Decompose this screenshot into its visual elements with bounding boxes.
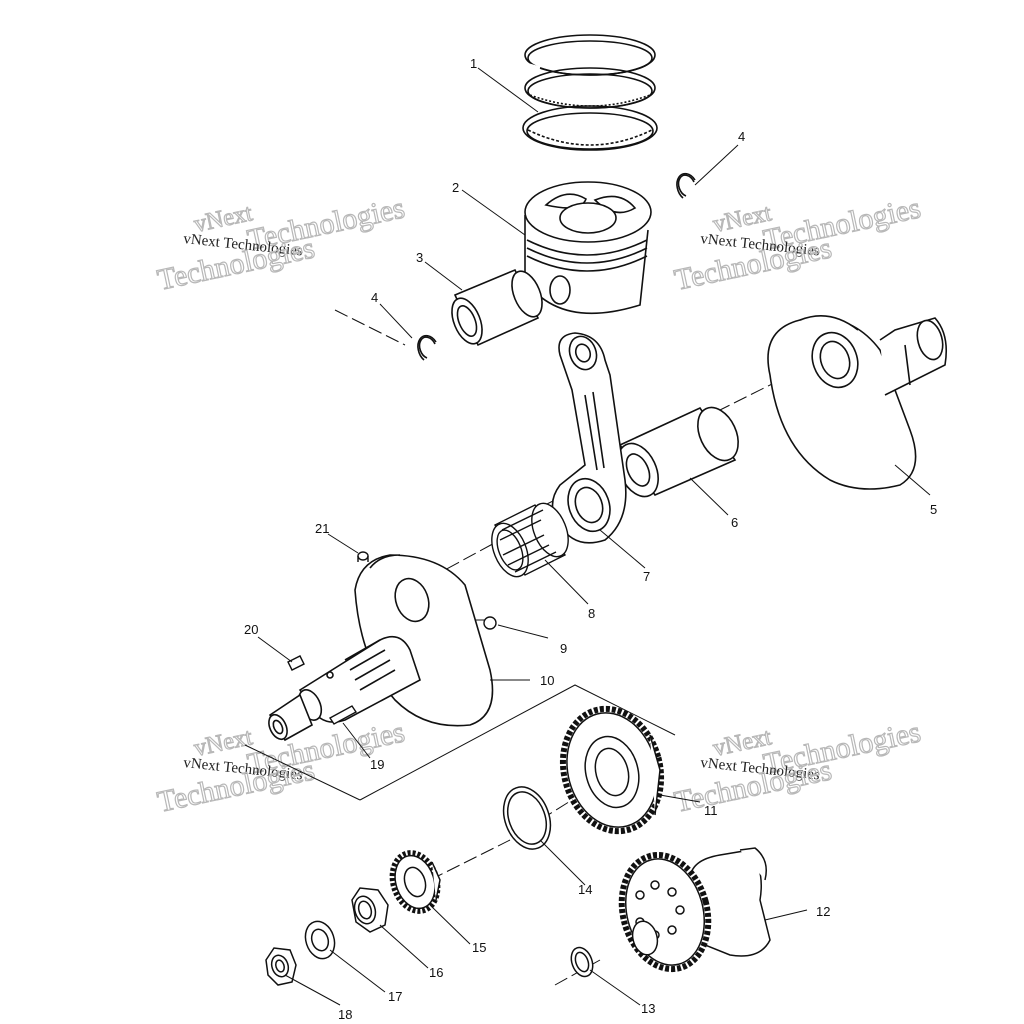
callout-4-lower: 4 bbox=[371, 290, 378, 305]
callout-3: 3 bbox=[416, 250, 423, 265]
callout-21: 21 bbox=[315, 521, 329, 536]
circlip-upper bbox=[677, 174, 695, 198]
balance-shaft bbox=[609, 845, 770, 979]
callout-5: 5 bbox=[930, 502, 937, 517]
leader-lines bbox=[257, 67, 931, 1006]
hex-nut-small bbox=[266, 948, 296, 985]
crankshaft-left-half bbox=[265, 555, 492, 742]
thrust-washer-large bbox=[495, 780, 558, 855]
crankshaft-right-half bbox=[768, 316, 947, 489]
callout-7: 7 bbox=[643, 569, 650, 584]
callout-labels: 1 2 3 4 4 5 6 7 8 9 10 11 12 13 14 15 16… bbox=[244, 56, 937, 1022]
callout-16: 16 bbox=[429, 965, 443, 980]
primary-drive-gear bbox=[550, 698, 675, 843]
callout-13: 13 bbox=[641, 1001, 655, 1016]
callout-20: 20 bbox=[244, 622, 258, 637]
callout-2: 2 bbox=[452, 180, 459, 195]
callout-6: 6 bbox=[731, 515, 738, 530]
connecting-rod bbox=[553, 333, 626, 543]
callout-15: 15 bbox=[472, 940, 486, 955]
callout-9: 9 bbox=[560, 641, 567, 656]
piston bbox=[525, 182, 651, 313]
alignment-pin bbox=[330, 706, 356, 724]
needle-bearing bbox=[485, 498, 576, 582]
callout-10: 10 bbox=[540, 673, 554, 688]
circlip-lower bbox=[418, 336, 436, 360]
piston-pin bbox=[446, 267, 548, 348]
ball bbox=[484, 617, 496, 629]
crank-nut-large bbox=[351, 888, 388, 932]
callout-17: 17 bbox=[388, 989, 402, 1004]
callout-18: 18 bbox=[338, 1007, 352, 1022]
crank-pin bbox=[610, 401, 746, 503]
watermark-top-left: vNext Technologies vNext Technologies Te… bbox=[154, 191, 408, 298]
callout-8: 8 bbox=[588, 606, 595, 621]
callout-12: 12 bbox=[816, 904, 830, 919]
callout-11: 11 bbox=[704, 803, 718, 818]
thrust-washer-small bbox=[567, 944, 596, 979]
callout-4-upper: 4 bbox=[738, 129, 745, 144]
flat-washer bbox=[301, 918, 339, 963]
woodruff-key bbox=[288, 656, 304, 670]
watermark-top-right: vNext Technologies vNext Technologies Te… bbox=[671, 191, 924, 298]
callout-14: 14 bbox=[578, 882, 592, 897]
timing-sprocket bbox=[385, 847, 445, 918]
callout-1: 1 bbox=[470, 56, 477, 71]
locating-dowel bbox=[358, 552, 368, 562]
callout-19: 19 bbox=[370, 757, 384, 772]
piston-rings bbox=[522, 35, 657, 150]
